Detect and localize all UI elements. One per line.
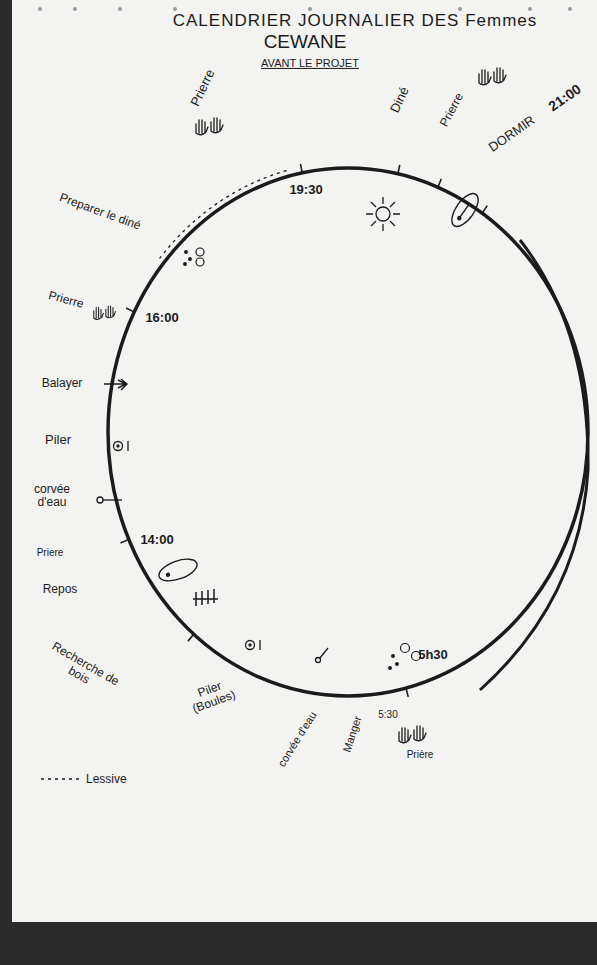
legend-dash-sample <box>40 774 80 784</box>
chart-title: CALENDRIER JOURNALIER DES Femmes <box>173 12 538 31</box>
activity-label: Piler <box>45 433 71 447</box>
activity-label: Prière <box>407 749 434 760</box>
water-icon <box>316 648 329 663</box>
legend-item: Lessive <box>40 772 127 786</box>
dash-line <box>41 778 79 780</box>
food-dots-icon <box>389 644 421 670</box>
firewood-icon <box>193 589 218 606</box>
mortar-icon <box>114 441 129 451</box>
hour-tick <box>438 179 441 187</box>
hour-tick <box>188 634 194 641</box>
hour-tick <box>398 165 400 174</box>
day-circle <box>108 168 588 696</box>
time-label: 5:30 <box>378 709 397 720</box>
paper-holes <box>38 7 572 11</box>
time-label: 5h30 <box>418 648 448 662</box>
hour-tick <box>406 688 408 697</box>
prayer-hands <box>94 306 116 319</box>
rest-mat-icon <box>156 555 200 586</box>
prayer-hands <box>399 726 426 743</box>
hour-tick <box>121 539 129 543</box>
hour-tick <box>482 206 487 213</box>
activity-label: Balayer <box>42 377 83 390</box>
water-icon <box>97 497 122 503</box>
sun-icon <box>366 197 400 231</box>
time-label: 19:30 <box>289 183 322 197</box>
lessive-dashes <box>160 170 289 258</box>
circle-thick-edge <box>480 240 588 690</box>
prayer-hands <box>196 118 223 135</box>
time-label: 16:00 <box>145 311 178 325</box>
sleep-mat-icon <box>447 189 484 230</box>
hour-tick <box>300 164 302 173</box>
subtitle: AVANT LE PROJET <box>261 57 359 69</box>
time-label: 14:00 <box>140 533 173 547</box>
legend-text: Lessive <box>86 772 127 786</box>
lessive-dashed-line <box>160 170 289 258</box>
hour-tick <box>126 308 134 312</box>
activity-label: Priere <box>37 547 64 558</box>
activity-label: corvée d'eau <box>24 483 80 509</box>
activity-label: Repos <box>43 583 78 596</box>
paper-sheet <box>12 0 597 922</box>
prayer-hands <box>479 68 506 85</box>
hour-ticks <box>121 164 488 697</box>
village-name: CEWANE <box>264 32 347 53</box>
broom-icon <box>104 379 127 390</box>
mortar-icon <box>246 640 261 650</box>
food-dots-icon <box>184 248 204 266</box>
